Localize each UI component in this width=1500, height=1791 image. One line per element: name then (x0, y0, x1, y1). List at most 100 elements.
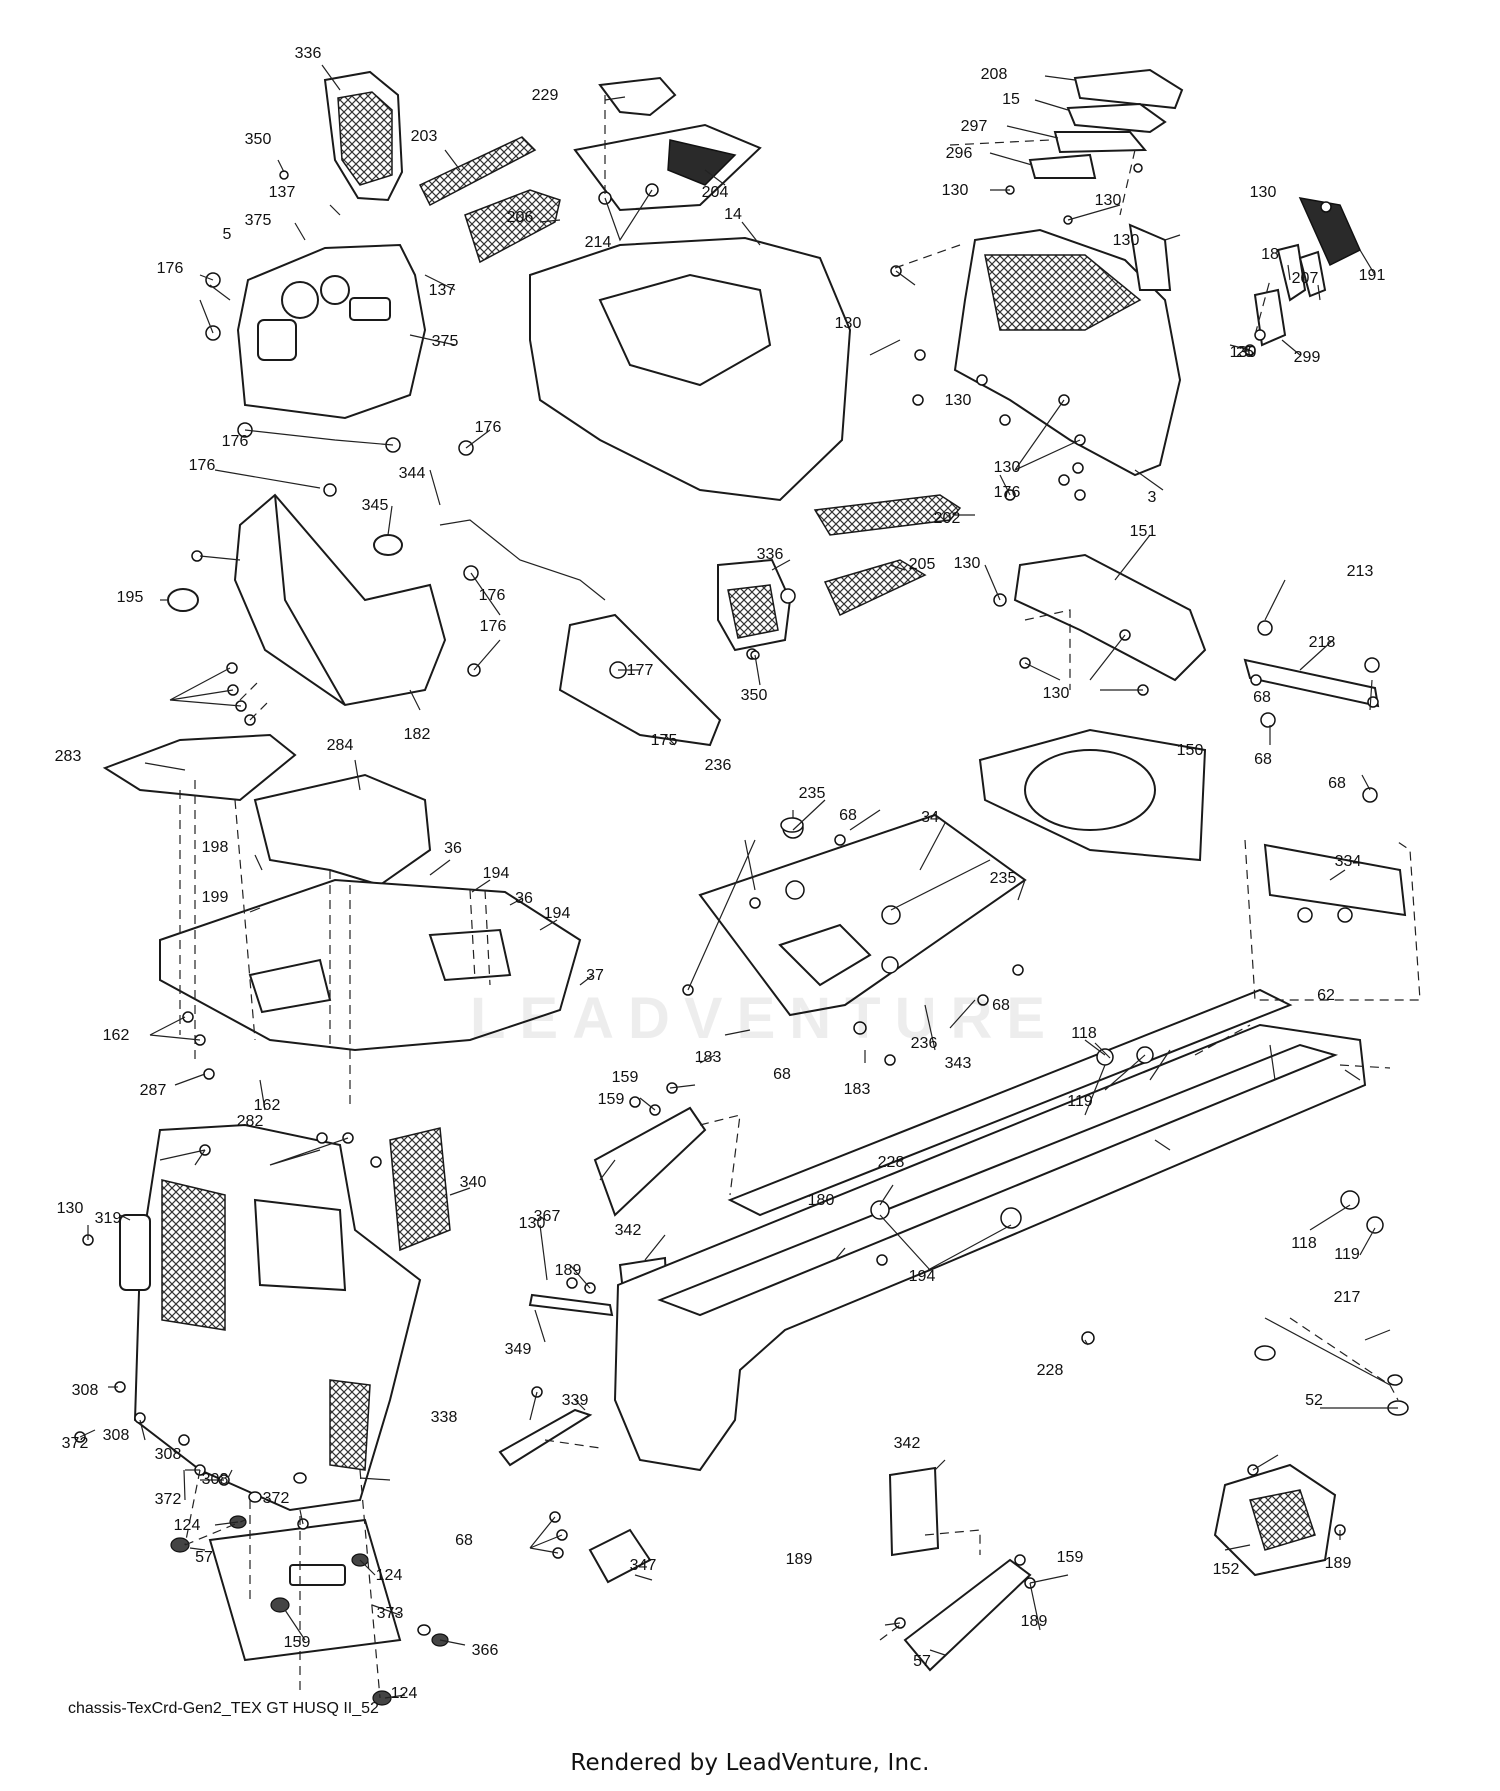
fastener[interactable] (1364, 657, 1380, 673)
part-number-label[interactable]: 176 (994, 484, 1021, 501)
part-25[interactable] (1298, 250, 1327, 298)
part-number-label[interactable]: 334 (1335, 853, 1362, 870)
part-number-label[interactable]: 119 (1067, 1093, 1093, 1110)
part-205[interactable] (823, 559, 927, 617)
part-number-label[interactable]: 68 (992, 997, 1010, 1014)
part-number-label[interactable]: 343 (945, 1055, 972, 1072)
part-number-label[interactable]: 189 (786, 1551, 813, 1568)
fastener[interactable] (134, 1412, 146, 1424)
fastener[interactable] (370, 1156, 382, 1168)
part-number-label[interactable]: 349 (505, 1341, 532, 1358)
fastener[interactable] (870, 1200, 890, 1220)
part-number-label[interactable]: 375 (245, 212, 272, 229)
part-number-label[interactable]: 214 (585, 234, 612, 251)
part-number-label[interactable]: 308 (202, 1471, 229, 1488)
part-number-label[interactable]: 372 (62, 1435, 89, 1452)
fastener[interactable] (914, 349, 926, 361)
part-217-bar[interactable] (1264, 1317, 1391, 1386)
part-number-label[interactable]: 162 (254, 1097, 281, 1114)
part-number-label[interactable]: 183 (844, 1081, 871, 1098)
part-number-label[interactable]: 189 (1021, 1613, 1048, 1630)
part-number-label[interactable]: 283 (55, 748, 82, 765)
part-number-label[interactable]: 162 (103, 1027, 130, 1044)
fastener[interactable] (1074, 489, 1086, 501)
part-202-grille[interactable] (813, 494, 962, 536)
fastener[interactable] (1260, 712, 1276, 728)
part-number-label[interactable]: 194 (544, 905, 571, 922)
part-number-label[interactable]: 159 (612, 1069, 639, 1086)
part-203-grille[interactable] (418, 136, 537, 207)
fastener[interactable] (1337, 907, 1353, 923)
part-number-label[interactable]: 195 (117, 589, 144, 606)
part-number-label[interactable]: 182 (404, 726, 431, 743)
part-342-lower[interactable] (888, 1466, 940, 1557)
part-number-label[interactable]: 350 (741, 687, 768, 704)
part-319[interactable] (119, 1214, 151, 1291)
part-number-label[interactable]: 308 (155, 1446, 182, 1463)
part-number-label[interactable]: 194 (909, 1268, 936, 1285)
part-number-label[interactable]: 375 (432, 333, 459, 350)
part-number-label[interactable]: 57 (195, 1549, 213, 1566)
part-number-label[interactable]: 339 (562, 1392, 589, 1409)
fastener[interactable] (1133, 163, 1143, 173)
part-number-label[interactable]: 130 (57, 1200, 84, 1217)
part-number-label[interactable]: 229 (532, 87, 559, 104)
part-number-label[interactable]: 218 (1309, 634, 1336, 651)
part-number-label[interactable]: 124 (391, 1685, 418, 1702)
fastener[interactable] (1081, 1331, 1095, 1345)
part-number-label[interactable]: 176 (157, 260, 184, 277)
fastener[interactable] (1058, 474, 1070, 486)
part-number-label[interactable]: 203 (411, 128, 438, 145)
part-number-label[interactable]: 336 (295, 45, 322, 62)
fastener[interactable] (629, 1096, 641, 1108)
fastener[interactable] (316, 1132, 328, 1144)
part-number-label[interactable]: 208 (981, 66, 1008, 83)
part-347-bracket[interactable] (588, 1528, 652, 1584)
part-number-label[interactable]: 228 (1037, 1362, 1064, 1379)
part-number-label[interactable]: 299 (1294, 349, 1321, 366)
part-number-label[interactable]: 194 (483, 865, 510, 882)
part-number-label[interactable]: 367 (534, 1208, 561, 1225)
part-number-label[interactable]: 372 (263, 1490, 290, 1507)
part-number-label[interactable]: 350 (245, 131, 272, 148)
part-number-label[interactable]: 130 (1250, 184, 1277, 201)
part-number-label[interactable]: 191 (1359, 267, 1386, 284)
part-number-label[interactable]: 204 (702, 184, 729, 201)
part-number-label[interactable]: 284 (327, 737, 354, 754)
part-number-label[interactable]: 217 (1334, 1289, 1361, 1306)
part-number-label[interactable]: 18 (1261, 246, 1279, 263)
part-number-label[interactable]: 159 (284, 1634, 311, 1651)
part-number-label[interactable]: 342 (894, 1435, 921, 1452)
part-number-label[interactable]: 213 (1347, 563, 1374, 580)
fastener[interactable] (976, 374, 988, 386)
part-number-label[interactable]: 345 (362, 497, 389, 514)
part-number-label[interactable]: 68 (1253, 689, 1271, 706)
part-number-label[interactable]: 189 (555, 1262, 582, 1279)
part-number-label[interactable]: 37 (586, 967, 604, 984)
fastener[interactable] (178, 1434, 190, 1446)
part-373-plate[interactable] (208, 1518, 402, 1662)
fastener[interactable] (999, 414, 1011, 426)
part-number-label[interactable]: 124 (376, 1567, 403, 1584)
part-number-label[interactable]: 130 (519, 1215, 546, 1232)
part-number-label[interactable]: 36 (444, 840, 462, 857)
fastener[interactable] (1320, 201, 1332, 213)
part-number-label[interactable]: 118 (1071, 1025, 1097, 1042)
part-number-label[interactable]: 308 (103, 1427, 130, 1444)
fastener[interactable] (1000, 1207, 1022, 1229)
part-number-label[interactable]: 25 (1236, 344, 1254, 361)
part-number-label[interactable]: 151 (1130, 523, 1157, 540)
part-339-lever[interactable] (498, 1408, 593, 1467)
part-number-label[interactable]: 308 (72, 1382, 99, 1399)
part-195-plug[interactable] (167, 588, 199, 612)
part-208[interactable] (1073, 68, 1184, 110)
part-15[interactable] (1066, 102, 1167, 134)
fastener[interactable] (1387, 1374, 1403, 1386)
fastener[interactable] (1250, 674, 1262, 686)
fastener[interactable] (203, 1068, 215, 1080)
fastener[interactable] (293, 1472, 307, 1484)
part-number-label[interactable]: 282 (237, 1113, 264, 1130)
part-number-label[interactable]: 152 (1213, 1561, 1240, 1578)
fastener[interactable] (834, 834, 846, 846)
fastener[interactable] (749, 897, 761, 909)
